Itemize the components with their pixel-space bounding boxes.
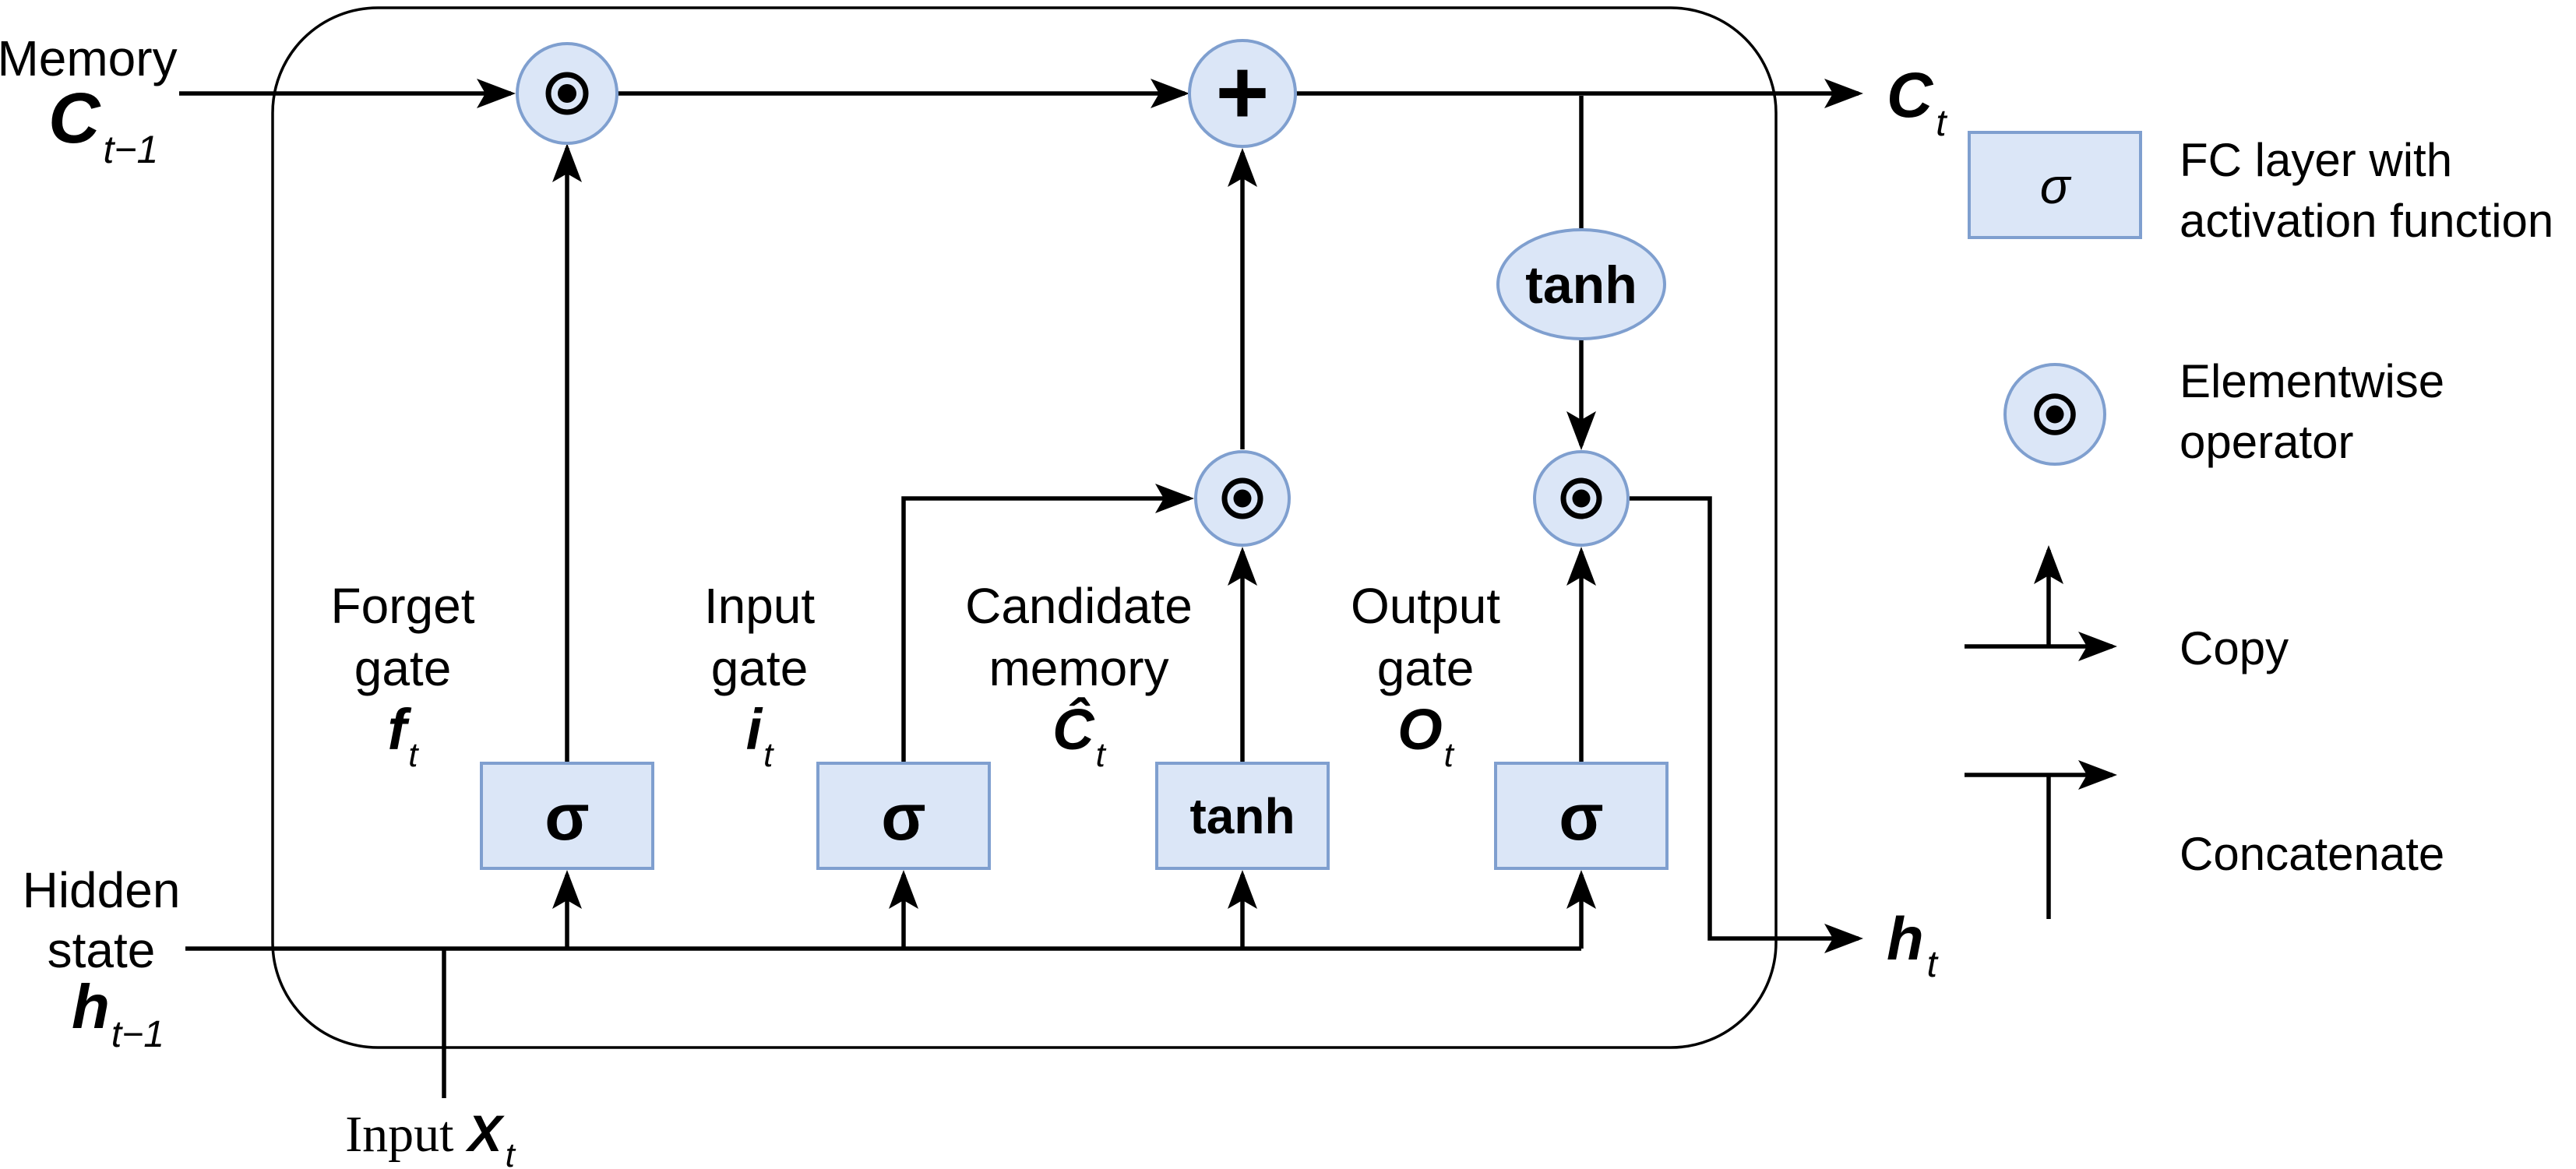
input-gate-label-line2: gate [711,640,809,696]
legend-elementwise-text-line2: operator [2180,416,2353,468]
elementwise-icon [545,72,589,115]
forget-gate-block: σ [480,762,654,870]
elementwise-icon [1221,477,1263,519]
output-gate-label: Output gate Ot [1351,578,1500,774]
hidden-input-label-line1: Hidden [23,862,181,918]
legend-sigma-label: σ [2040,158,2072,214]
output-gate-label-line1: Output [1351,578,1500,634]
legend-fc-text-line1: FC layer with [2180,134,2452,186]
tanh-operator-node: tanh [1496,228,1666,340]
input-gate-block-label: σ [881,780,925,854]
input-gate-to-multiply-line [901,484,1194,762]
addition-operator: + [1188,39,1297,148]
tanh-node-label: tanh [1525,255,1637,315]
forget-gate-block-label: σ [544,780,589,854]
output-gate-block-label: σ [1559,780,1603,854]
plus-icon: + [1216,41,1270,144]
forget-gate-label: Forget gate ft [331,578,475,774]
hidden-output-symbol: ht [1887,904,1939,985]
input-gate-label-line1: Input [704,578,816,634]
input-gate-symbol: it [746,697,775,774]
candidate-memory-label: Candidate memory Ĉt [965,578,1193,774]
legend-concatenate: Concatenate [1965,760,2444,919]
input-gate-label: Input gate it [704,578,816,774]
output-gate-symbol: Ot [1397,697,1455,774]
forget-gate-label-line2: gate [354,640,452,696]
legend-elementwise: Elementwise operator [2003,355,2444,468]
hidden-input-label-line2: state [48,922,156,978]
forget-gate-label-line1: Forget [331,578,475,634]
legend-concatenate-text: Concatenate [2180,828,2444,880]
memory-input-symbol: Ct−1 [48,79,158,171]
candidate-memory-label-line1: Candidate [965,578,1193,634]
legend-fc-layer: σ FC layer with activation function [1968,131,2553,247]
candidate-memory-block: tanh [1155,762,1330,870]
elementwise-multiply-candidate [1194,450,1291,547]
elementwise-icon [1560,477,1602,519]
legend: σ FC layer with activation function Elem… [1965,131,2553,919]
memory-input-label: Memory [0,30,178,86]
elementwise-multiply-output [1533,450,1630,547]
input-gate-block: σ [816,762,991,870]
legend-copy-text: Copy [2180,622,2289,674]
candidate-memory-label-line2: memory [988,640,1168,696]
candidate-memory-symbol: Ĉt [1052,697,1106,774]
lstm-cell-boundary [271,6,1778,1049]
legend-fc-text-line2: activation function [2180,195,2553,247]
forget-gate-symbol: ft [388,697,420,774]
hidden-input-symbol: ht−1 [72,972,164,1055]
output-gate-label-line2: gate [1377,640,1475,696]
elementwise-icon [2034,393,2076,435]
candidate-memory-block-label: tanh [1189,788,1295,844]
memory-output-symbol: Ct [1887,60,1947,144]
legend-elementwise-text-line1: Elementwise [2180,355,2444,407]
elementwise-multiply-forget [516,42,618,145]
hidden-output-line [1630,496,1863,953]
legend-copy: Copy [1965,545,2289,674]
output-gate-block: σ [1494,762,1669,870]
